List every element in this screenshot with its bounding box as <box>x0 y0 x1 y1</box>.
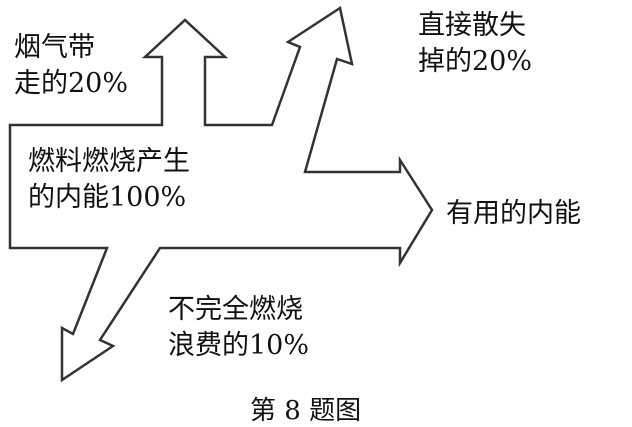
energy-flow-arrow-outline <box>8 5 434 383</box>
source-energy-label: 燃料燃烧产生 的内能100% <box>28 144 190 216</box>
dissipated-loss-line2: 掉的20% <box>418 46 533 77</box>
incomplete-combustion-line1: 不完全燃烧 <box>168 294 303 325</box>
smoke-loss-line2: 走的20% <box>14 68 129 99</box>
source-energy-line1: 燃料燃烧产生 <box>28 146 190 177</box>
source-energy-line2: 的内能100% <box>28 182 187 213</box>
dissipated-loss-label: 直接散失 掉的20% <box>418 8 532 80</box>
smoke-loss-label: 烟气带 走的20% <box>14 30 128 102</box>
useful-energy-text: 有用的内能 <box>446 198 581 229</box>
figure-caption: 第 8 题图 <box>250 396 362 426</box>
dissipated-loss-line1: 直接散失 <box>418 10 526 41</box>
useful-energy-label: 有用的内能 <box>446 196 581 232</box>
incomplete-combustion-label: 不完全燃烧 浪费的10% <box>168 292 309 364</box>
smoke-loss-line1: 烟气带 <box>14 32 95 63</box>
incomplete-combustion-line2: 浪费的10% <box>168 330 310 361</box>
